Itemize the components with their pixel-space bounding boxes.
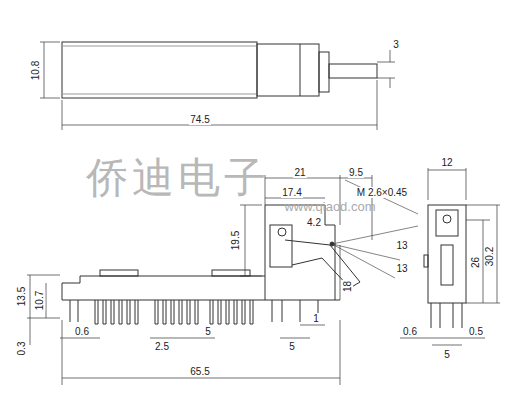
pin (245, 300, 246, 324)
pin (221, 300, 222, 324)
pin (78, 300, 79, 322)
pin (135, 324, 138, 325)
pin (195, 300, 196, 324)
pin (242, 300, 243, 324)
pin (174, 300, 175, 324)
pin (114, 300, 115, 324)
dimension-label: 65.5 (189, 366, 210, 377)
dimension-label: 19.5 (231, 229, 242, 250)
dimension-label: 10.7 (35, 289, 46, 310)
pin (158, 300, 159, 324)
dimension-label: 4.2 (306, 217, 322, 228)
pin (155, 324, 158, 325)
pin (163, 324, 166, 325)
pin (127, 324, 130, 325)
pin (462, 303, 463, 328)
pin (122, 300, 123, 324)
pin (226, 300, 227, 324)
dimension-label: 5 (288, 341, 296, 352)
pin (103, 324, 106, 325)
dimension-label: 2.5 (154, 341, 170, 352)
pin (182, 300, 183, 324)
pin (300, 300, 301, 322)
pin (250, 324, 253, 325)
pin (440, 303, 441, 328)
pin (237, 300, 238, 324)
dimension-label: 3 (392, 39, 400, 50)
pin (250, 300, 251, 324)
dimension-label: M 2.6×0.45 (356, 187, 408, 198)
dimension-label: 13.5 (17, 285, 28, 306)
pin (138, 300, 139, 324)
pin (190, 300, 191, 324)
pin (171, 324, 174, 325)
pin (187, 324, 190, 325)
pin (95, 324, 98, 325)
pin (282, 300, 283, 322)
pin (179, 324, 182, 325)
pin (226, 324, 229, 325)
dimension-label: 0.6 (74, 326, 90, 337)
pin (70, 300, 71, 322)
pin (198, 300, 199, 324)
pin (98, 300, 99, 324)
pin (234, 300, 235, 324)
watermark: 侨迪电子 (85, 155, 271, 201)
pin (218, 324, 221, 325)
pin (103, 300, 104, 324)
pin (166, 300, 167, 324)
dimension-label: 9.5 (348, 167, 364, 178)
pin (111, 324, 114, 325)
pin (242, 324, 245, 325)
dimension-label: 21 (293, 167, 306, 178)
pin (218, 300, 219, 324)
pin (234, 324, 237, 325)
dimension-label: 13 (395, 263, 408, 274)
dimension-label: 17.4 (281, 187, 302, 198)
dimension-label: 10.8 (31, 59, 42, 80)
pin (119, 324, 122, 325)
pin (135, 300, 136, 324)
dimension-label: 1 (312, 313, 320, 324)
watermark: www.qiaod.com (283, 201, 376, 212)
pin (253, 300, 254, 324)
pin (210, 300, 211, 324)
pin (130, 300, 131, 324)
pin (106, 300, 107, 324)
dimension-label: 5 (204, 326, 212, 337)
pin (155, 300, 156, 324)
dimension-label: 74.5 (189, 114, 210, 125)
pin (127, 300, 128, 324)
pin (119, 300, 120, 324)
pin (187, 300, 188, 324)
pin (213, 300, 214, 324)
pin (431, 303, 432, 328)
dimension-label: 12 (440, 157, 453, 168)
pin (95, 300, 96, 324)
dimension-label: 26 (471, 255, 482, 268)
pin (111, 300, 112, 324)
pin (229, 300, 230, 324)
pin (210, 324, 213, 325)
pin (179, 300, 180, 324)
pin (171, 300, 172, 324)
dimension-label: 13 (395, 240, 408, 251)
dimension-label: 30.2 (485, 245, 496, 266)
dimension-label: 5 (443, 349, 451, 360)
dimension-label: 0.6 (402, 326, 418, 337)
pin (163, 300, 164, 324)
dimension-label: 0.3 (17, 340, 28, 356)
dimension-label: 0.5 (468, 326, 484, 337)
pin (272, 300, 273, 322)
dimension-label: 18 (343, 279, 354, 292)
pin (195, 324, 198, 325)
pin (453, 303, 454, 328)
